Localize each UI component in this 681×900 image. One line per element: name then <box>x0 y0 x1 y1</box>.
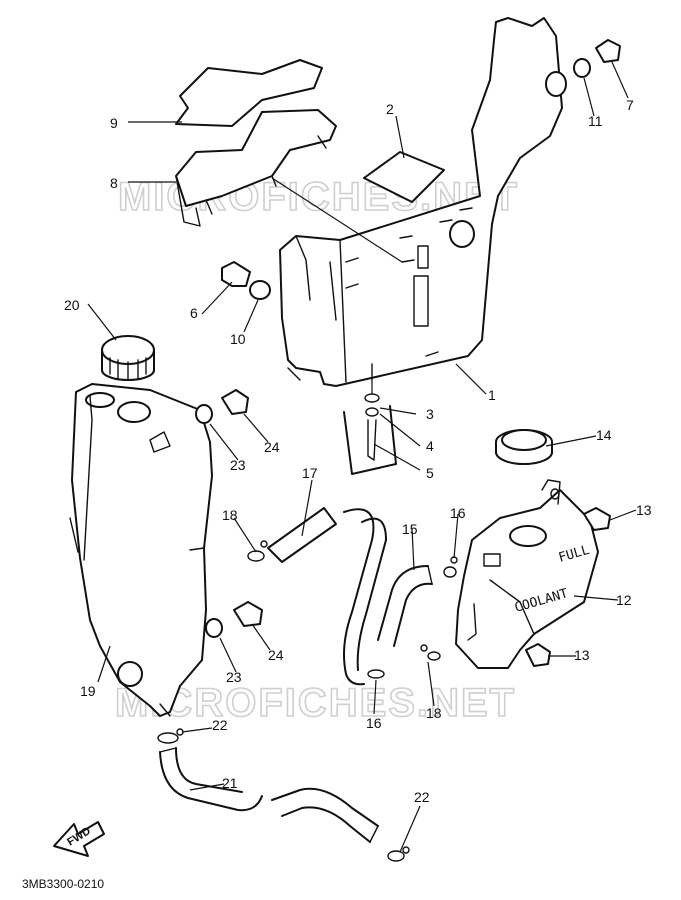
callout-1: 1 <box>488 387 496 403</box>
callout-23-lower: 23 <box>226 669 242 685</box>
part-9-pad <box>175 59 323 127</box>
part-10-collar <box>249 280 271 300</box>
diagram-code: 3MB3300-0210 <box>22 877 104 891</box>
callout-24-lower: 24 <box>268 647 284 663</box>
callout-20: 20 <box>64 297 80 313</box>
part-19-radiator <box>69 383 213 717</box>
callout-22-lower: 22 <box>414 789 430 805</box>
callout-16-upper: 16 <box>450 505 466 521</box>
part-23-collar-upper <box>195 404 213 424</box>
part-11-collar <box>573 58 591 78</box>
callout-numbers: 1 2 3 4 5 6 7 8 9 10 11 12 13 13 14 15 1… <box>64 97 652 805</box>
watermark-bottom: MICROFICHES.NET <box>115 681 516 725</box>
part-24-bolt-lower <box>233 601 263 627</box>
callout-10: 10 <box>230 331 246 347</box>
callout-4: 4 <box>426 438 434 454</box>
part-13-bolt-lower <box>525 643 551 667</box>
part-22-clamp-upper <box>157 728 184 744</box>
callout-5: 5 <box>426 465 434 481</box>
part-23-collar-lower <box>205 618 223 638</box>
part-15-hose <box>377 565 433 647</box>
part-3-5-bracket-pins <box>343 363 397 475</box>
part-2-pad <box>363 151 445 203</box>
callout-3: 3 <box>426 406 434 422</box>
callout-2: 2 <box>386 101 394 117</box>
part-16-clamp-lower <box>367 669 385 679</box>
callout-21: 21 <box>222 775 238 791</box>
callout-24-upper: 24 <box>264 439 280 455</box>
part-24-bolt-upper <box>221 389 249 415</box>
callout-18-upper: 18 <box>222 507 238 523</box>
callout-17: 17 <box>302 465 318 481</box>
part-13-bolt-upper <box>583 507 611 531</box>
callout-19: 19 <box>80 683 96 699</box>
callout-15: 15 <box>402 521 418 537</box>
callout-leaders <box>87 61 637 853</box>
callout-13-upper: 13 <box>636 502 652 518</box>
fwd-arrow-icon: FWD <box>53 821 105 857</box>
part-16-clamp-upper <box>443 556 458 578</box>
callout-14: 14 <box>596 427 612 443</box>
callout-16-lower: 16 <box>366 715 382 731</box>
callout-13-lower: 13 <box>574 647 590 663</box>
part-6-bolt <box>221 261 251 287</box>
part-14-reservoir-cap <box>495 429 553 465</box>
callout-8: 8 <box>110 175 118 191</box>
callout-9: 9 <box>110 115 118 131</box>
part-21-hose <box>159 747 379 843</box>
part-1-bracket <box>279 17 567 387</box>
part-18-clamp-lower <box>420 644 441 661</box>
callout-7: 7 <box>626 97 634 113</box>
callout-22-upper: 22 <box>212 717 228 733</box>
callout-12: 12 <box>616 592 632 608</box>
hose-upper-curved <box>343 508 387 686</box>
callout-23-upper: 23 <box>230 457 246 473</box>
callout-11: 11 <box>588 113 603 129</box>
part-8-cover <box>175 109 337 227</box>
part-7-bolt <box>595 39 621 63</box>
part-12-coolant-reservoir: FULL COOLANT <box>455 479 599 669</box>
part-20-radiator-cap <box>101 335 155 381</box>
callout-18-lower: 18 <box>426 705 442 721</box>
callout-6: 6 <box>190 305 198 321</box>
part-22-clamp-lower <box>387 846 410 862</box>
assembly-reference-lines <box>271 177 403 394</box>
